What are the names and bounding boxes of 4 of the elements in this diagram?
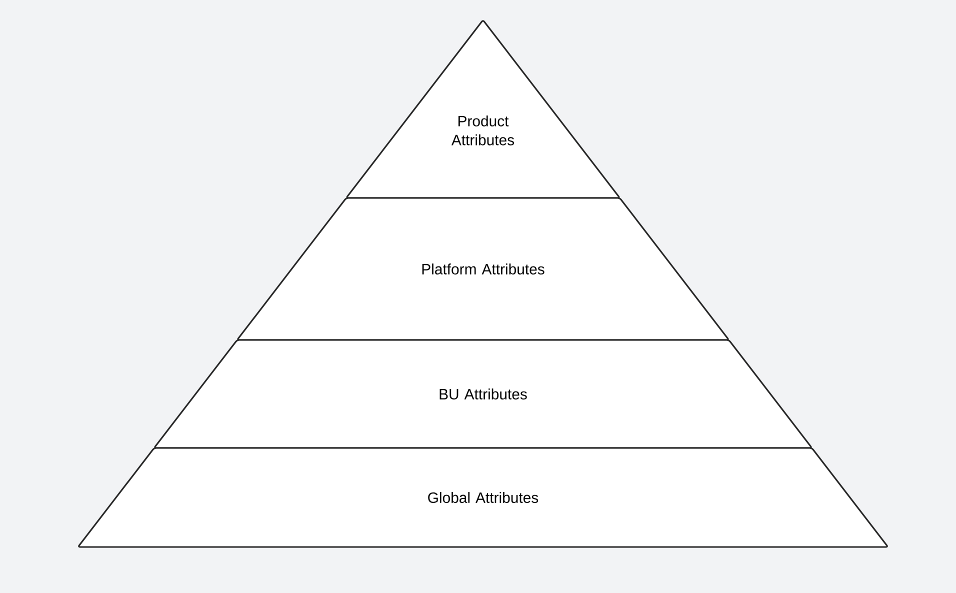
pyramid-tier: BU Attributes	[154, 339, 812, 449]
pyramid-apex: Product Attributes	[346, 20, 620, 199]
pyramid-tier: Platform Attributes	[237, 197, 729, 341]
pyramid-tier: Global Attributes	[78, 447, 888, 548]
